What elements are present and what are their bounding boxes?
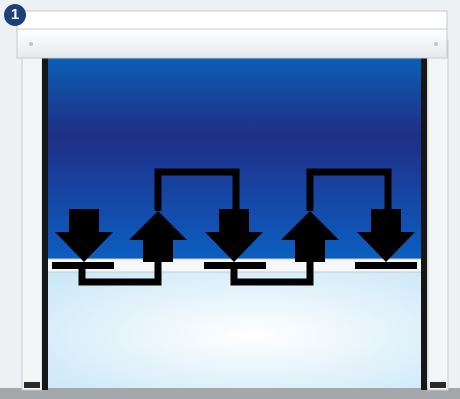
right-guide-frame: [421, 39, 449, 391]
movement-arrows: [55, 209, 415, 262]
door-opening: [47, 270, 422, 388]
step-number-badge: 1: [4, 4, 26, 26]
floor: [0, 388, 460, 399]
arrow-up-icon: [281, 211, 339, 262]
arrow-down-icon: [55, 209, 113, 262]
left-guide-frame: [21, 39, 48, 391]
arrow-down-icon: [357, 209, 415, 262]
sensor-bars: [52, 262, 417, 269]
roller-housing: [16, 10, 448, 59]
arrow-down-icon: [205, 209, 263, 262]
connector-lines: [78, 168, 392, 286]
arrow-up-icon: [129, 211, 187, 262]
